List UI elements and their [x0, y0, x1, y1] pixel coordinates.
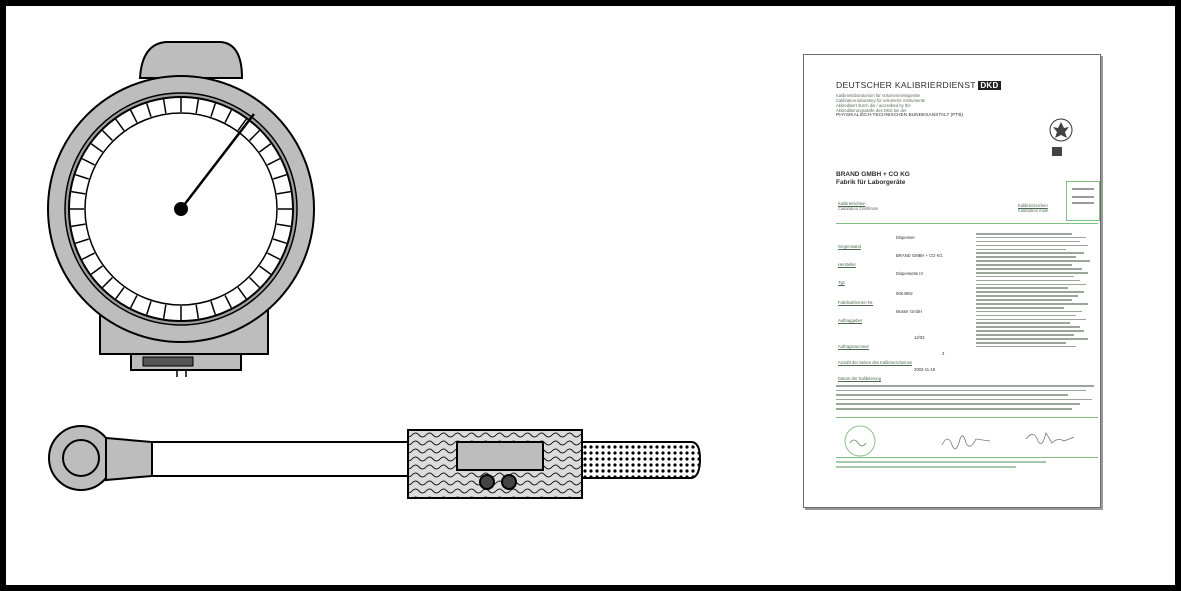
lab-name: BRAND GMBH + CO KG: [836, 171, 910, 178]
service-name: DEUTSCHER KALIBRIERDIENST: [836, 80, 976, 90]
stamp-icon: [844, 425, 876, 457]
field-row: Auftragsnummer 12/03: [838, 335, 925, 349]
canvas: DEUTSCHER KALIBRIERDIENST DKD Kalibrierl…: [6, 6, 1175, 585]
field-row: Auftraggeber Muster GmbH: [838, 309, 923, 323]
ptb-mark-icon: [1052, 147, 1062, 156]
fine-print-footer: [836, 385, 1098, 413]
divider: [836, 457, 1098, 458]
calibration-certificate: DEUTSCHER KALIBRIERDIENST DKD Kalibrierl…: [803, 54, 1101, 508]
signature-icon: [941, 435, 991, 450]
field-row: Anzahl der Seiten des Kalibrierscheines …: [838, 351, 945, 365]
fine-print-column: [976, 233, 1096, 350]
field-row: Fabrikat/Serien-Nr. 06K3602: [838, 291, 913, 305]
certificate-heading: Kalibrierschein Calibration Certificate: [838, 201, 879, 211]
certificate-service-title: DEUTSCHER KALIBRIERDIENST DKD: [836, 80, 1001, 90]
calibration-mark-label: Kalibrierzeichen Calibration mark: [1018, 203, 1049, 213]
field-row: Datum der Kalibrierung 2003-11-19: [838, 367, 936, 381]
calibration-mark-box: [1066, 181, 1100, 221]
signature-icon: [1025, 431, 1075, 445]
divider: [836, 223, 1098, 224]
field-row: Gegenstand Dispenser: [838, 235, 915, 249]
lab-subtitle: Fabrik für Laborgeräte: [836, 179, 906, 186]
torque-wrench-illustration: [48, 425, 702, 499]
divider: [836, 417, 1098, 418]
tool-illustrations: [47, 41, 702, 499]
dkd-badge: DKD: [978, 81, 1001, 90]
eagle-seal-icon: [1049, 118, 1073, 142]
dial-gauge-illustration: [47, 41, 315, 377]
field-row: Typ Dispensette III: [838, 271, 923, 285]
accreditation-text: Kalibrierlaboratorium für Volumenmessger…: [836, 93, 964, 118]
field-row: Hersteller BRAND GMBH + CO KG: [838, 253, 943, 267]
lab-title: BRAND GMBH + CO KG Fabrik für Laborgerät…: [836, 171, 910, 187]
